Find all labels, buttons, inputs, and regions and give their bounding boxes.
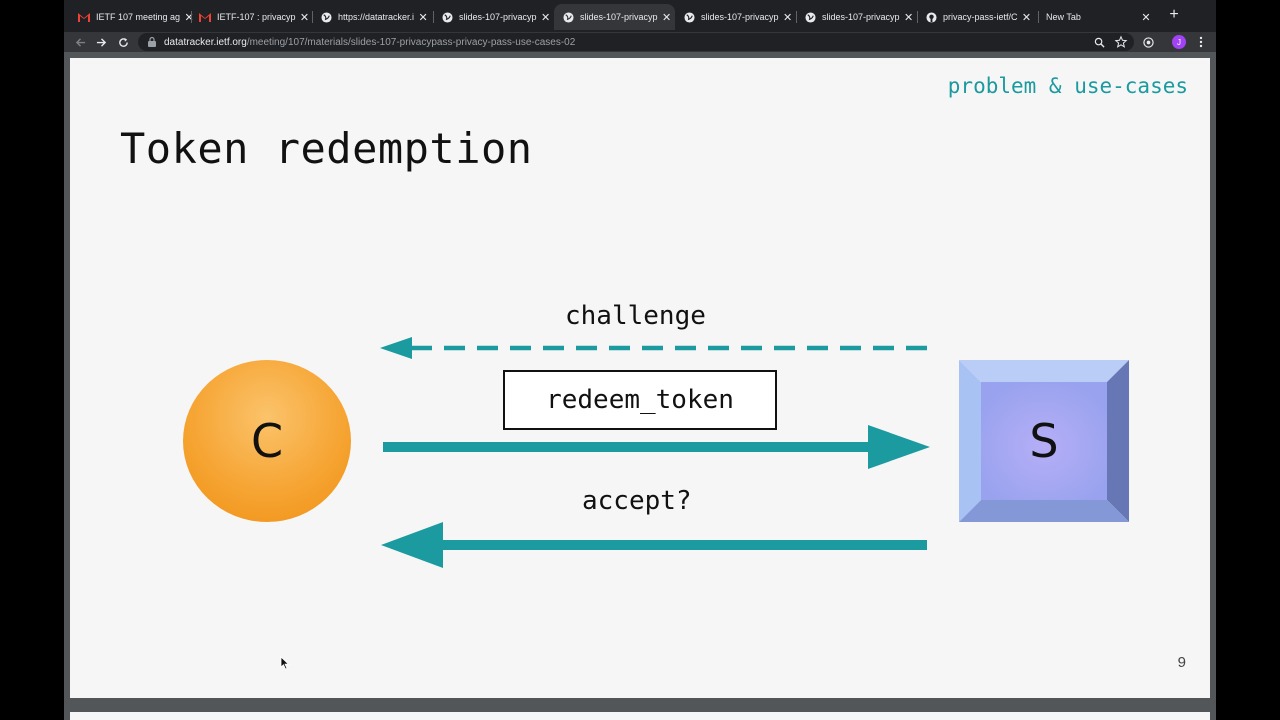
extension-icon[interactable] <box>1141 35 1155 49</box>
browser-tab[interactable]: New Tab ✕ <box>1038 4 1159 30</box>
lock-icon <box>148 36 158 47</box>
tab-title: slides-107-privacyp <box>822 12 900 22</box>
close-icon[interactable]: ✕ <box>782 11 793 24</box>
browser-tab[interactable]: slides-107-privacyp ✕ <box>433 4 554 30</box>
accept-arrowhead <box>381 522 443 568</box>
message-arrows <box>380 337 930 568</box>
close-icon[interactable]: ✕ <box>540 11 551 24</box>
tab-title: New Tab <box>1046 12 1081 22</box>
browser-toolbar: datatracker.ietf.org/meeting/107/materia… <box>64 32 1216 52</box>
browser-tab[interactable]: IETF 107 meeting ag ✕ <box>70 4 194 30</box>
avatar: J <box>1172 35 1186 49</box>
close-icon[interactable]: ✕ <box>903 11 914 24</box>
client-label: C <box>250 414 284 468</box>
zoom-icon[interactable] <box>1092 35 1106 49</box>
section-label: problem & use-cases <box>947 74 1188 98</box>
url-path: /meeting/107/materials/slides-107-privac… <box>246 36 576 48</box>
tab-title: slides-107-privacyp <box>580 12 658 22</box>
close-icon[interactable]: ✕ <box>184 11 194 24</box>
bookmark-star-icon[interactable] <box>1114 35 1128 49</box>
accept-arrow-line <box>436 540 927 550</box>
globe-icon <box>804 11 816 23</box>
url-host: datatracker.ietf.org <box>164 36 247 48</box>
close-icon[interactable]: ✕ <box>1021 11 1032 24</box>
menu-dots-icon[interactable] <box>1194 35 1208 49</box>
close-icon[interactable]: ✕ <box>1141 11 1151 24</box>
tab-title: IETF-107 : privacyp <box>217 12 296 22</box>
browser-tab-strip: IETF 107 meeting ag ✕ IETF-107 : privacy… <box>64 0 1216 32</box>
address-bar[interactable]: datatracker.ietf.org/meeting/107/materia… <box>138 33 1134 51</box>
globe-icon <box>320 11 332 23</box>
browser-tab[interactable]: privacy-pass-ietf/C ✕ <box>917 4 1038 30</box>
redeem-arrowhead <box>868 425 930 469</box>
new-tab-button[interactable]: + <box>1169 6 1179 23</box>
slide-title: Token redemption <box>120 124 533 173</box>
tab-title: slides-107-privacyp <box>701 12 779 22</box>
github-icon <box>925 11 937 23</box>
redeem-token-box: redeem_token <box>503 370 777 430</box>
browser-tab[interactable]: slides-107-privacyp ✕ <box>796 4 917 30</box>
next-slide-edge <box>70 712 1210 720</box>
tab-title: slides-107-privacyp <box>459 12 537 22</box>
browser-tab[interactable]: slides-107-privacyp ✕ <box>675 4 796 30</box>
server-node: S <box>959 360 1129 522</box>
mouse-cursor-icon <box>280 656 290 670</box>
redeem-token-label: redeem_token <box>546 385 734 415</box>
globe-icon <box>562 11 574 23</box>
close-icon[interactable]: ✕ <box>299 11 310 24</box>
redeem-arrow-line <box>383 442 875 452</box>
profile-avatar[interactable]: J <box>1172 35 1186 49</box>
page-number: 9 <box>1177 654 1186 671</box>
tab-title: privacy-pass-ietf/C <box>943 12 1018 22</box>
server-label: S <box>1029 414 1059 468</box>
gmail-icon <box>78 11 90 23</box>
url-text: datatracker.ietf.org/meeting/107/materia… <box>164 37 575 48</box>
client-node: C <box>183 360 351 522</box>
tab-title: IETF 107 meeting ag <box>96 12 181 22</box>
tab-title: https://datatracker.i <box>338 12 415 22</box>
slide: problem & use-cases Token redemption cha… <box>70 58 1210 698</box>
close-icon[interactable]: ✕ <box>661 11 672 24</box>
accept-label: accept? <box>582 486 692 516</box>
globe-icon <box>441 11 453 23</box>
challenge-arrowhead <box>380 337 412 359</box>
browser-tab[interactable]: IETF-107 : privacyp ✕ <box>191 4 312 30</box>
close-icon[interactable]: ✕ <box>418 11 428 24</box>
browser-tab[interactable]: https://datatracker.i ✕ <box>312 4 433 30</box>
reload-icon[interactable] <box>113 32 133 52</box>
back-arrow-icon[interactable] <box>70 32 90 52</box>
challenge-label: challenge <box>565 301 706 331</box>
globe-icon <box>683 11 695 23</box>
forward-arrow-icon[interactable] <box>91 32 111 52</box>
browser-tab-active[interactable]: slides-107-privacyp ✕ <box>554 4 675 30</box>
gmail-icon <box>199 11 211 23</box>
